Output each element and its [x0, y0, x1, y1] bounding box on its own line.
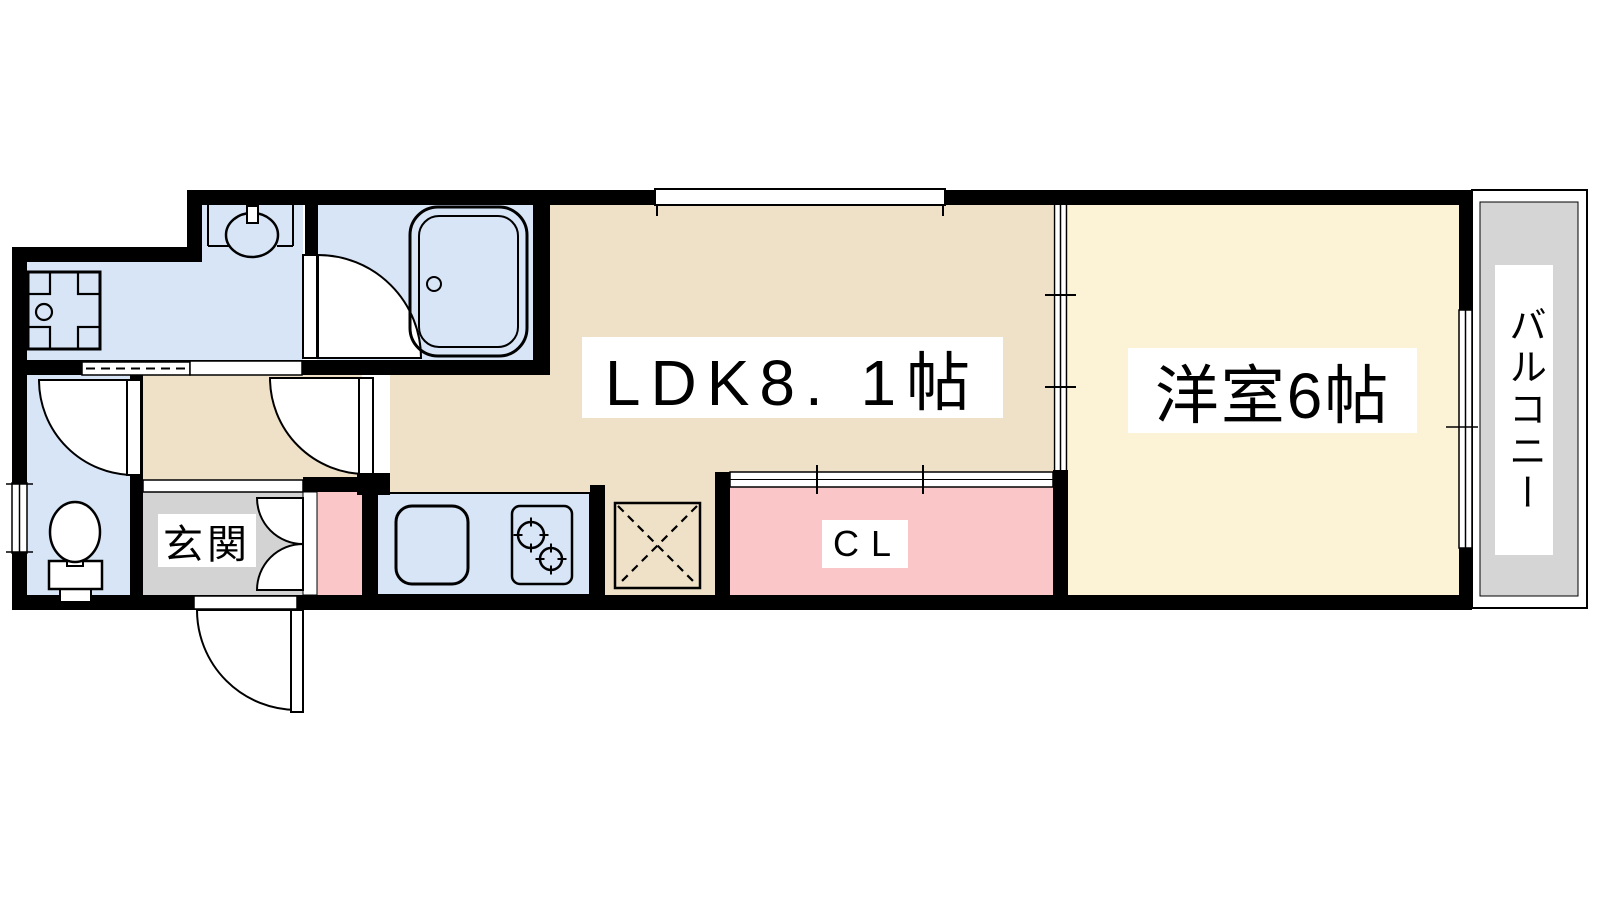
fixtures — [26, 205, 702, 603]
western-room-label: 洋室6帖 — [1128, 348, 1417, 433]
washing-machine-pan-icon — [26, 270, 102, 351]
ldk-room-label: LDK8. 1帖 — [582, 337, 1003, 419]
windows-and-openings — [6, 188, 1478, 610]
balcony-label: バルコニー — [1495, 265, 1553, 555]
sliding-door-ldk-western — [1045, 205, 1076, 470]
sliding-door-washroom — [81, 360, 303, 376]
kitchen-sink-icon — [394, 504, 470, 586]
shoe-closet-opening — [302, 491, 318, 596]
wash-basin-icon — [207, 205, 294, 259]
refrigerator-space-icon — [613, 501, 702, 590]
window-balcony — [1446, 309, 1478, 549]
window-left — [6, 482, 33, 554]
front-door-threshold — [193, 595, 298, 610]
toilet-door — [37, 379, 142, 477]
hallway-doorway — [373, 375, 390, 473]
hallway-door — [268, 377, 374, 476]
entrance-label: 玄関 — [158, 514, 256, 567]
sliding-door-closet — [729, 465, 1054, 494]
shoe-closet — [317, 492, 362, 595]
bathroom-door — [302, 253, 423, 359]
front-door — [195, 609, 304, 713]
gas-stove-icon — [510, 504, 574, 586]
room-washroom — [27, 262, 303, 360]
kitchen-counter — [376, 492, 591, 596]
window-top — [654, 188, 946, 216]
entrance-step — [142, 479, 304, 493]
bathtub-icon — [408, 205, 529, 358]
closet-label: CL — [822, 520, 908, 568]
swing-doors — [37, 253, 423, 713]
shoe-closet-doors — [255, 497, 304, 591]
toilet-icon — [47, 500, 104, 603]
